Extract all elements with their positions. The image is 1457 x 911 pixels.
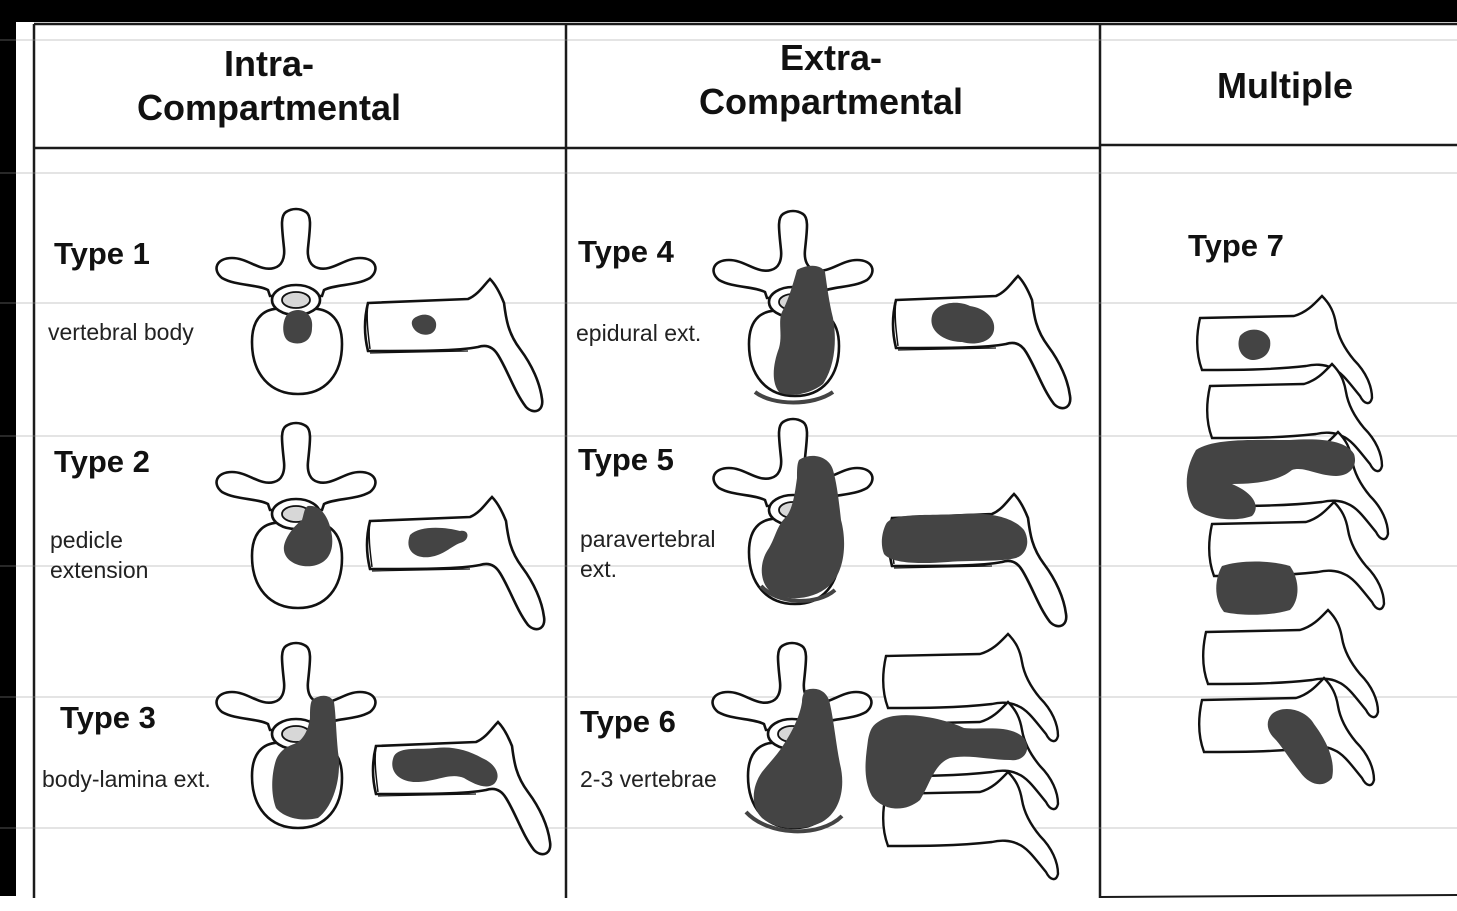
header-extra-line2: Compartmental	[620, 80, 1042, 124]
type-2-title: Type 2	[54, 444, 150, 480]
header-multiple: Multiple	[1130, 64, 1440, 108]
type-5-title: Type 5	[578, 442, 674, 478]
type-4-description: epidural ext.	[576, 318, 701, 348]
type-5-description-line2: ext.	[580, 554, 617, 584]
bottom-white-band	[0, 896, 1457, 911]
type-1-description: vertebral body	[48, 317, 194, 347]
type-6-description: 2-3 vertebrae	[580, 764, 717, 794]
top-black-band	[0, 0, 1457, 12]
header-intra-line1: Intra-	[58, 42, 480, 86]
type-6-title: Type 6	[580, 704, 676, 740]
type-2-description-line2: extension	[50, 555, 148, 585]
header-extra-compartmental: Extra- Compartmental	[620, 36, 1042, 124]
header-extra-line1: Extra-	[620, 36, 1042, 80]
type-4-title: Type 4	[578, 234, 674, 270]
header-intra-compartmental: Intra- Compartmental	[58, 42, 480, 130]
tumor-mass	[1216, 562, 1297, 615]
type-3-title: Type 3	[60, 700, 156, 736]
tumor-mass	[283, 310, 312, 343]
type-3-description: body-lamina ext.	[42, 764, 211, 794]
tumor-mass	[882, 514, 1027, 563]
type-5-description-line1: paravertebral	[580, 524, 716, 554]
type-1-title: Type 1	[54, 236, 150, 272]
type-2-description-line1: pedicle	[50, 525, 123, 555]
header-intra-line2: Compartmental	[58, 86, 480, 130]
type-7-title: Type 7	[1188, 228, 1284, 264]
